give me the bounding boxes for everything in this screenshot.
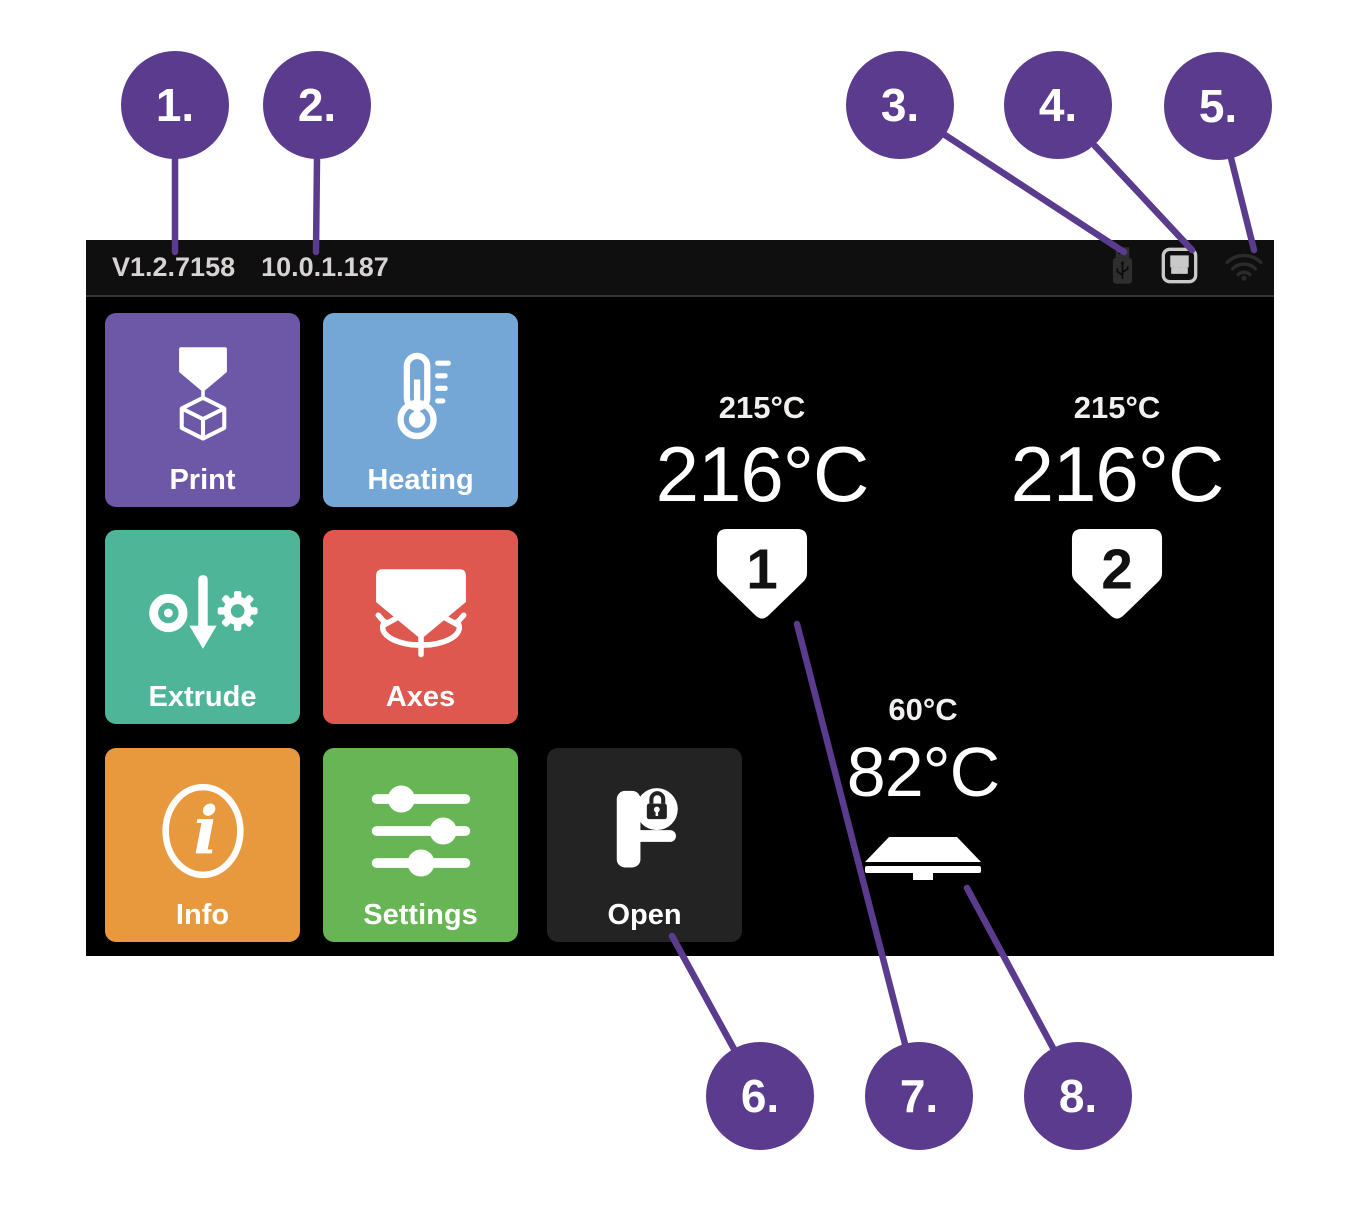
extruder2-target-temp: 215°C: [1073, 390, 1161, 425]
extruder2-temperature: 215°C 216°C 2: [987, 390, 1247, 627]
info-icon: i: [161, 764, 245, 898]
callout-3-usb: 3.: [846, 51, 954, 159]
heating-icon: [388, 329, 454, 463]
extruder1-icon: 1: [715, 528, 809, 627]
usb-drive-icon: [1110, 246, 1135, 290]
extruder2-current-temp: 216°C: [1010, 430, 1225, 518]
wifi-icon: [1224, 250, 1264, 286]
open-label: Open: [607, 899, 682, 931]
heating-button[interactable]: Heating: [323, 313, 518, 507]
callout-5-wifi: 5.: [1164, 52, 1272, 160]
ip-address: 10.0.1.187: [261, 252, 389, 282]
bed-target-temp: 60°C: [888, 692, 958, 727]
callout-8-bed: 8.: [1024, 1042, 1132, 1150]
open-button[interactable]: Open: [547, 748, 742, 942]
extruder1-current-temp: 216°C: [655, 430, 870, 518]
callout-4-ethernet: 4.: [1004, 51, 1112, 159]
print-button[interactable]: Print: [105, 313, 300, 507]
axes-button[interactable]: Axes: [323, 530, 518, 724]
extrude-button[interactable]: Extrude: [105, 530, 300, 724]
bed-current-temp: 82°C: [846, 733, 1000, 811]
info-label: Info: [175, 899, 230, 931]
svg-text:1: 1: [746, 539, 778, 602]
callout-1-version: 1.: [121, 51, 229, 159]
extruder1-temperature: 215°C 216°C 1: [632, 390, 892, 627]
callout-6-open: 6.: [706, 1042, 814, 1150]
print-icon: [172, 329, 234, 463]
axes-label: Axes: [385, 681, 456, 713]
door-lock-icon: [604, 764, 686, 898]
axes-icon: [371, 546, 471, 680]
heating-label: Heating: [367, 464, 474, 496]
settings-button[interactable]: Settings: [323, 748, 518, 942]
extrude-label: Extrude: [148, 681, 257, 713]
printer-touchscreen: V1.2.7158 10.0.1.187: [86, 240, 1274, 956]
status-bar: V1.2.7158 10.0.1.187: [86, 240, 1274, 297]
settings-icon: [369, 764, 473, 898]
print-label: Print: [169, 464, 236, 496]
svg-text:i: i: [193, 793, 218, 869]
ethernet-icon: [1161, 247, 1198, 289]
extrude-icon: [140, 546, 266, 680]
extruder1-target-temp: 215°C: [718, 390, 806, 425]
callout-7-extruder1: 7.: [865, 1042, 973, 1150]
svg-text:2: 2: [1101, 539, 1133, 602]
settings-label: Settings: [363, 899, 478, 931]
firmware-version: V1.2.7158: [112, 252, 236, 282]
info-button[interactable]: i Info: [105, 748, 300, 942]
callout-2-ip-address: 2.: [263, 51, 371, 159]
build-plate-icon: [863, 836, 983, 887]
bed-temperature: 60°C 82°C: [793, 692, 1053, 887]
extruder2-icon: 2: [1070, 528, 1164, 627]
